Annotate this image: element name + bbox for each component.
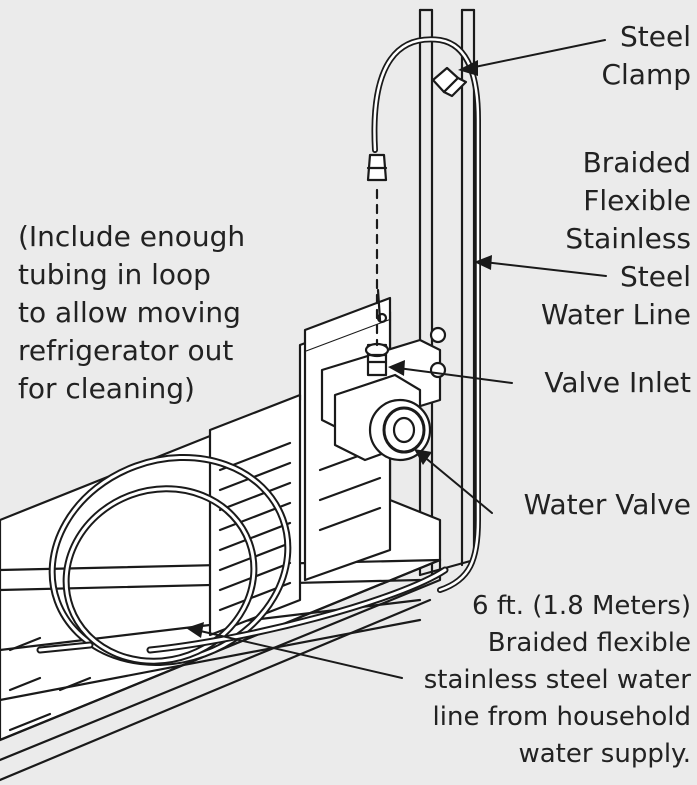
label-line: Water Line bbox=[540, 298, 691, 331]
leader-arrowheads bbox=[186, 60, 492, 638]
label-line: refrigerator out bbox=[18, 334, 234, 367]
label-cleaning-note: (Include enough tubing in loop to allow … bbox=[18, 218, 245, 408]
label-household-supply-line: 6 ft. (1.8 Meters) Braided flexible stai… bbox=[424, 588, 691, 773]
label-line: (Include enough bbox=[18, 220, 246, 253]
label-line: stainless steel water bbox=[423, 665, 691, 695]
label-braided-water-line: Braided Flexible Stainless Steel Water L… bbox=[541, 144, 691, 334]
supply-line-coil bbox=[36, 453, 449, 667]
label-line: Clamp bbox=[601, 58, 691, 91]
label-line: for cleaning) bbox=[18, 372, 195, 405]
label-line: to allow moving bbox=[18, 296, 241, 329]
label-line: Braided flexible bbox=[487, 628, 691, 658]
valve-inlet-fitting bbox=[364, 342, 390, 377]
label-line: 6 ft. (1.8 Meters) bbox=[472, 591, 691, 621]
label-line: tubing in loop bbox=[18, 258, 211, 291]
label-line: Steel bbox=[620, 260, 691, 293]
cabinet-frame bbox=[418, 8, 476, 577]
label-water-valve: Water Valve bbox=[524, 486, 691, 524]
label-line: Braided bbox=[582, 146, 691, 179]
label-line: Flexible bbox=[583, 184, 691, 217]
label-line: line from household bbox=[432, 702, 691, 732]
braided-water-line-top bbox=[366, 36, 481, 593]
label-line: Steel bbox=[620, 20, 691, 53]
label-line: water supply. bbox=[518, 739, 691, 769]
leader-lines bbox=[195, 39, 607, 679]
label-line: Stainless bbox=[565, 222, 691, 255]
water-valve bbox=[333, 373, 432, 462]
label-line: Valve Inlet bbox=[544, 366, 691, 399]
label-valve-inlet: Valve Inlet bbox=[544, 364, 691, 402]
label-line: Water Valve bbox=[523, 488, 691, 521]
steel-clamp bbox=[431, 66, 468, 98]
label-steel-clamp: Steel Clamp bbox=[601, 18, 691, 94]
